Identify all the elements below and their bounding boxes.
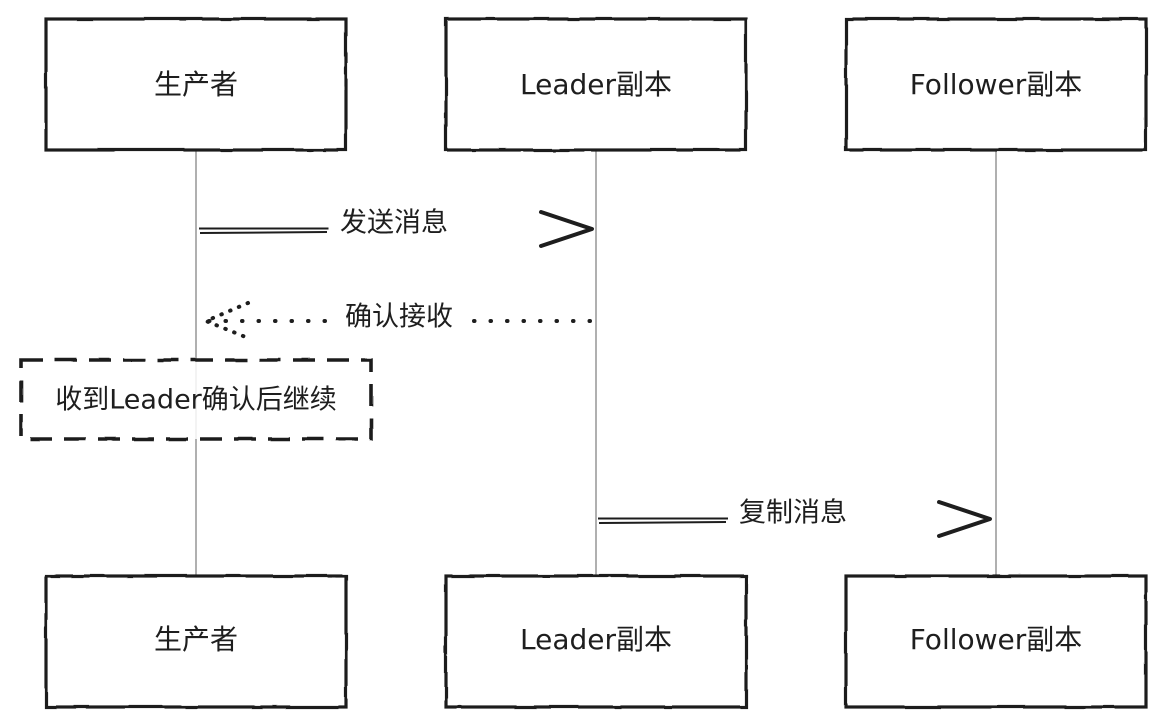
message-label: 确认接收 <box>345 302 453 333</box>
message-label: 复制消息 <box>739 498 847 529</box>
message-replicate: 复制消息 <box>597 498 992 538</box>
participant-label: Leader副本 <box>520 68 672 101</box>
participant-producer-top: 生产者 <box>44 17 348 152</box>
participant-producer-bottom: 生产者 <box>44 574 348 709</box>
participant-label: Follower副本 <box>910 68 1083 101</box>
message-send: 发送消息 <box>198 208 594 248</box>
arrowhead-icon <box>937 500 992 538</box>
participant-follower-bottom: Follower副本 <box>844 574 1148 709</box>
note-box: 收到Leader确认后继续 <box>19 358 373 441</box>
message-label: 发送消息 <box>340 208 448 239</box>
message-line <box>198 226 330 231</box>
arrowhead-icon <box>200 301 250 340</box>
participant-label: Follower副本 <box>910 623 1083 656</box>
participant-label: Leader副本 <box>520 623 672 656</box>
arrowhead-icon <box>539 210 594 248</box>
participant-follower-top: Follower副本 <box>844 17 1148 152</box>
note-label: 收到Leader确认后继续 <box>55 385 337 416</box>
participant-label: 生产者 <box>154 623 238 656</box>
participant-leader-bottom: Leader副本 <box>444 574 748 709</box>
participant-label: 生产者 <box>154 68 238 101</box>
message-line <box>597 516 729 521</box>
message-ack: 确认接收 <box>200 301 592 340</box>
participant-leader-top: Leader副本 <box>444 17 748 152</box>
